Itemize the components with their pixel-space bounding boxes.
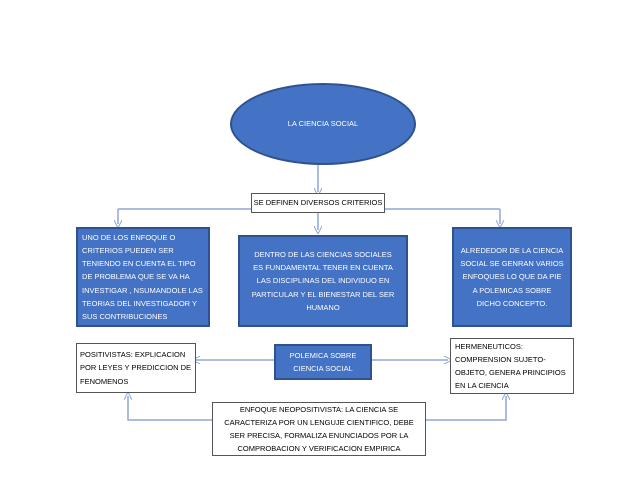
neopositivista-box: ENFOQUE NEOPOSITIVISTA: LA CIENCIA SE CA… <box>212 402 426 456</box>
root-ellipse: LA CIENCIA SOCIAL <box>230 83 416 165</box>
criteria-box: SE DEFINEN DIVERSOS CRITERIOS <box>251 193 385 213</box>
polemica-label: POLEMICA SOBRE CIENCIA SOCIAL <box>289 350 357 373</box>
middle-box-text: DENTRO DE LAS CIENCIAS SOCIALES ES FUNDA… <box>251 250 395 312</box>
connector-neopositivista-hermeneuticos <box>426 396 506 421</box>
polemica-box: POLEMICA SOBRE CIENCIA SOCIAL <box>274 344 372 380</box>
right-box: ALREDEDOR DE LA CIENCIA SOCIAL SE GENRAN… <box>452 227 572 327</box>
left-box-text: UNO DE LOS ENFOQUE O CRITERIOS PUEDEN SE… <box>82 233 203 321</box>
hermeneuticos-box: HERMENEUTICOS: COMPRENSION SUJETO-OBJETO… <box>450 338 574 394</box>
neopositivista-text: ENFOQUE NEOPOSITIVISTA: LA CIENCIA SE CA… <box>224 404 414 454</box>
hermeneuticos-text: HERMENEUTICOS: COMPRENSION SUJETO-OBJETO… <box>455 341 566 391</box>
positivistas-box: POSITIVISTAS: EXPLICACION POR LEYES Y PR… <box>76 343 196 393</box>
right-box-text: ALREDEDOR DE LA CIENCIA SOCIAL SE GENRAN… <box>460 246 564 308</box>
root-label: LA CIENCIA SOCIAL <box>287 119 359 129</box>
left-box: UNO DE LOS ENFOQUE O CRITERIOS PUEDEN SE… <box>76 227 210 327</box>
positivistas-text: POSITIVISTAS: EXPLICACION POR LEYES Y PR… <box>80 350 192 386</box>
criteria-label: SE DEFINEN DIVERSOS CRITERIOS <box>253 198 383 208</box>
connector-neopositivista-positivistas <box>128 396 212 421</box>
middle-box: DENTRO DE LAS CIENCIAS SOCIALES ES FUNDA… <box>238 235 408 327</box>
